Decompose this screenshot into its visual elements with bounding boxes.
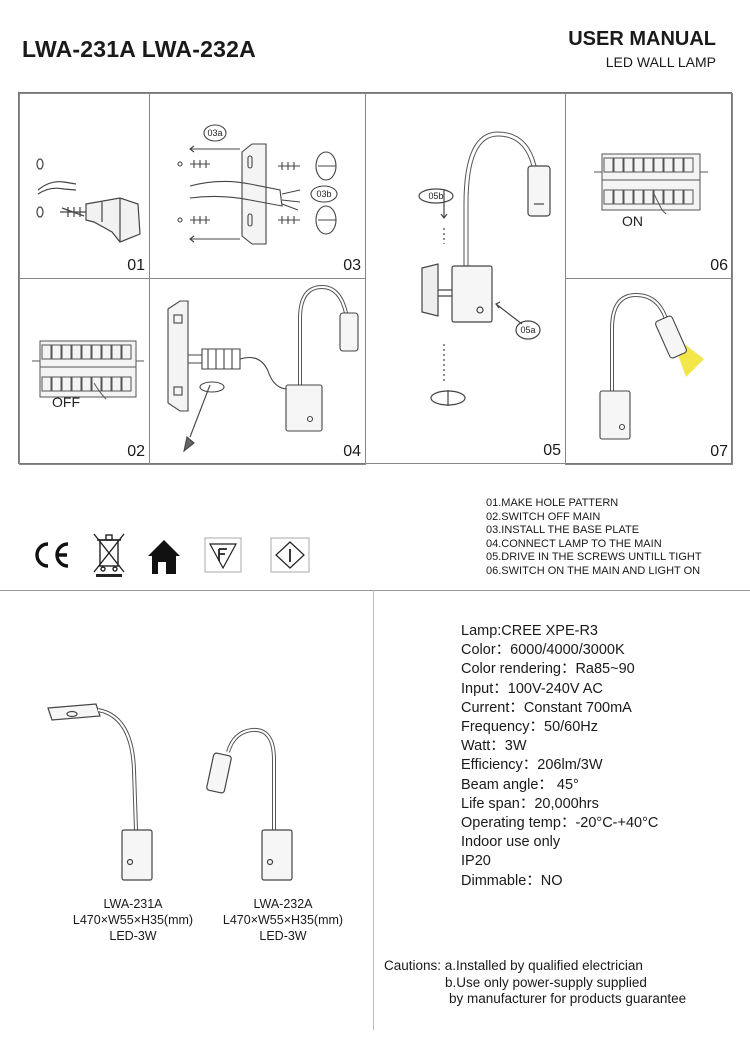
spec-item: Color：6000/4000/3000K <box>461 642 625 659</box>
panel-05: 05b 05a 05 <box>365 93 566 464</box>
lamp-on-illustration <box>599 292 704 440</box>
ce-mark-icon <box>35 542 69 568</box>
product-model: LWA-232A <box>253 897 313 911</box>
product-model: LWA-231A <box>103 897 163 911</box>
callout-05a: 05a <box>520 325 535 335</box>
spec-item: Indoor use only <box>461 834 561 851</box>
panel-number: 07 <box>710 443 728 460</box>
weee-bin-icon <box>93 533 125 577</box>
panel-number: 06 <box>710 257 728 274</box>
spec-item: Input：100V-240V AC <box>461 680 603 697</box>
spec-item: Life span：20,000hrs <box>461 795 599 812</box>
caution-line: by manufacturer for products guarantee <box>449 991 687 1006</box>
indoor-house-icon <box>148 540 180 574</box>
panel-number: 05 <box>543 442 561 459</box>
f-mark-icon <box>204 537 242 573</box>
step-item: 05.DRIVE IN THE SCREWS UNTILL TIGHT <box>486 551 702 564</box>
spec-item: Operating temp：-20°C-+40°C <box>461 815 659 832</box>
switch-label-on: ON <box>622 213 643 229</box>
wiring-illustration <box>167 284 359 453</box>
callout-03b: 03b <box>316 189 331 199</box>
panel-01: 01 <box>19 93 150 279</box>
panel-number: 03 <box>343 257 361 274</box>
spec-item: Current：Constant 700mA <box>461 699 632 716</box>
drill-illustration <box>36 158 141 243</box>
spec-item: Frequency：50/60Hz <box>461 719 599 736</box>
mounting-illustration: 05b 05a <box>418 131 551 406</box>
panel-07: 07 <box>565 278 733 465</box>
cautions: Cautions: a.Installed by qualified elect… <box>384 958 686 1008</box>
spec-item: Color rendering：Ra85~90 <box>461 661 635 678</box>
spec-item: Efficiency：206lm/3W <box>461 757 603 774</box>
model-title: LWA-231A LWA-232A <box>22 36 256 62</box>
caution-line: Cautions: a.Installed by qualified elect… <box>384 958 643 973</box>
callout-03a: 03a <box>207 128 222 138</box>
panel-number: 04 <box>343 443 361 460</box>
step-item: 06.SWITCH ON THE MAIN AND LIGHT ON <box>486 564 701 577</box>
spec-item: Lamp:CREE XPE-R3 <box>461 623 598 639</box>
product-dims: L470×W55×H35(mm) <box>222 913 344 927</box>
caution-line: b.Use only power-supply supplied <box>445 974 647 990</box>
installation-diagram-grid: 01 03a 03b 03 <box>18 92 733 465</box>
product-label-lwa-232a: LWA-232A L470×W55×H35(mm) LED-3W <box>208 896 358 944</box>
step-item: 01.MAKE HOLE PATTERN <box>486 497 619 509</box>
spec-item: IP20 <box>461 853 491 870</box>
step-item: 04.CONNECT LAMP TO THE MAIN <box>486 537 662 550</box>
panel-04: 04 <box>149 278 366 465</box>
panel-number: 02 <box>127 443 145 460</box>
panel-number: 01 <box>127 257 145 274</box>
section-divider <box>0 590 750 591</box>
step-item: 03.INSTALL THE BASE PLATE <box>486 524 640 537</box>
manual-subtitle: LED WALL LAMP <box>605 54 716 70</box>
spec-item: Watt：3W <box>461 738 527 755</box>
callout-05b: 05b <box>428 191 443 201</box>
column-divider <box>373 590 374 1030</box>
panel-06: ON 06 <box>565 93 733 279</box>
spec-item: Dimmable：NO <box>461 872 563 889</box>
breaker-on-illustration: ON <box>594 153 708 229</box>
spec-item: Beam angle： 45° <box>461 776 579 793</box>
panel-02: OFF 02 <box>19 278 150 465</box>
product-drawings <box>47 703 293 881</box>
switch-label-off: OFF <box>52 394 80 410</box>
breaker-off-illustration: OFF <box>32 340 144 410</box>
product-power: LED-3W <box>259 929 307 943</box>
product-dims: L470×W55×H35(mm) <box>72 913 194 927</box>
warning-i-icon <box>270 537 310 573</box>
installation-steps: 01.MAKE HOLE PATTERN 02.SWITCH OFF MAIN … <box>486 497 702 579</box>
step-item: 02.SWITCH OFF MAIN <box>486 510 601 523</box>
manual-title: USER MANUAL <box>568 28 716 50</box>
product-label-lwa-231a: LWA-231A L470×W55×H35(mm) LED-3W <box>58 896 208 944</box>
panel-03: 03a 03b 03 <box>149 93 366 279</box>
specifications-list: Lamp:CREE XPE-R3 Color：6000/4000/3000K C… <box>461 622 658 891</box>
base-plate-illustration: 03a 03b <box>177 124 338 245</box>
product-power: LED-3W <box>109 929 157 943</box>
